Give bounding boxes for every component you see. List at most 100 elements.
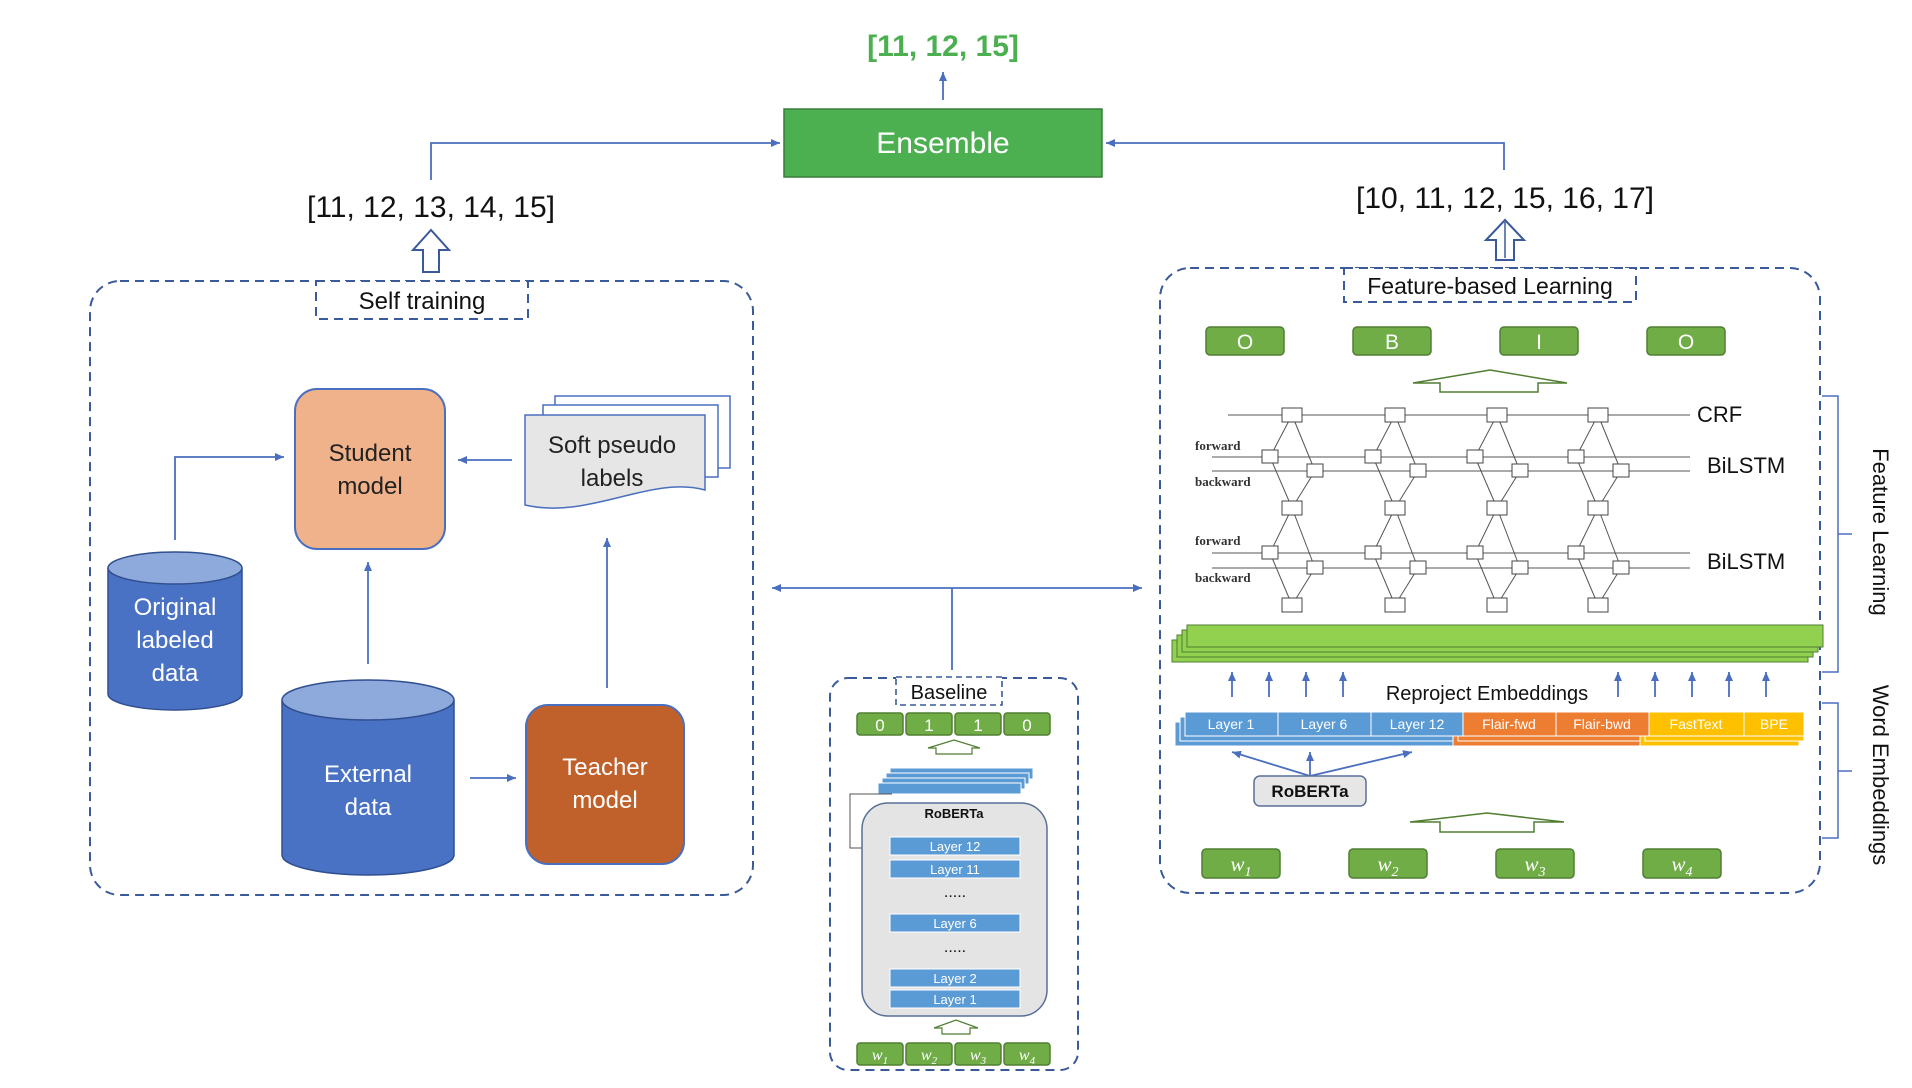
- emb-text: FastText: [1670, 716, 1723, 732]
- self-output-hollow-arrow: [410, 228, 452, 273]
- feature-word-1: w1: [1201, 848, 1281, 880]
- word-letter: w: [1671, 852, 1685, 876]
- original-line1: Original: [134, 594, 217, 621]
- emb-layer-6: Layer 6: [1277, 711, 1372, 737]
- word-embeddings-side-label: Word Embeddings: [1868, 685, 1893, 866]
- emb-bpe: BPE: [1743, 711, 1805, 737]
- baseline-layer-text: Layer 2: [933, 971, 976, 986]
- baseline-layer-text: Layer 11: [930, 862, 980, 877]
- emb-layer-1: Layer 1: [1184, 711, 1279, 737]
- emb-text: Layer 12: [1390, 716, 1445, 732]
- feature-tag-2: I: [1499, 326, 1579, 356]
- self-training-title: Self training: [359, 288, 486, 315]
- teacher-model: Teacher model: [525, 704, 685, 865]
- word-subscript: 4: [1030, 1055, 1036, 1067]
- baseline-word-2: w2: [905, 1042, 953, 1067]
- ensemble-output: [11, 12, 15]: [867, 30, 1019, 63]
- svg-text:w3: w3: [970, 1047, 987, 1067]
- baseline-tag-text: 0: [1022, 716, 1031, 735]
- baseline-tag-0: 0: [856, 712, 904, 736]
- baseline-up-hollow-arrow: [927, 739, 981, 755]
- feature-learning-brace: [1822, 395, 1852, 673]
- pseudo-line2: labels: [581, 465, 644, 492]
- external-line1: External: [324, 761, 412, 788]
- baseline-word-3: w3: [954, 1042, 1002, 1067]
- self-training-output: [11, 12, 13, 14, 15]: [307, 191, 555, 224]
- emb-flair-bwd: Flair-bwd: [1555, 711, 1650, 737]
- baseline-layer-text: Layer 1: [933, 992, 976, 1007]
- word-letter: w: [921, 1047, 932, 1064]
- word-letter: w: [872, 1047, 883, 1064]
- word-subscript: 2: [1392, 865, 1399, 880]
- baseline-title-box: [895, 676, 1003, 706]
- baseline-tag-text: 1: [973, 716, 982, 735]
- roberta-to-layers-arrows: [1231, 750, 1413, 777]
- emb-fasttext: FastText: [1648, 711, 1745, 737]
- word-subscript: 1: [1245, 865, 1252, 880]
- baseline-title: Baseline: [911, 682, 988, 704]
- external-data-cylinder: External data: [281, 679, 455, 876]
- baseline-dots-1: .....: [944, 884, 966, 901]
- baseline-word-1: w1: [856, 1042, 904, 1067]
- baseline-layer-1: Layer 1: [889, 989, 1021, 1009]
- self-to-ensemble-arrow: [430, 139, 780, 180]
- reproject-arrows: [1228, 672, 1770, 697]
- feature-tag-text: O: [1237, 331, 1253, 354]
- crf-bilstm-network: [1212, 407, 1690, 613]
- svg-text:w1: w1: [1230, 852, 1251, 880]
- ensemble-label: Ensemble: [876, 127, 1009, 160]
- feature-title-box: [1343, 267, 1637, 303]
- reproject-label: Reproject Embeddings: [1386, 683, 1588, 705]
- feature-output: [10, 11, 12, 15, 16, 17]: [1356, 182, 1654, 215]
- word-letter: w: [1524, 852, 1538, 876]
- backward-label-2: backward: [1195, 570, 1251, 585]
- word-letter: w: [1230, 852, 1244, 876]
- emb-text: Flair-bwd: [1573, 716, 1631, 732]
- ensemble-box: Ensemble: [783, 108, 1103, 178]
- feature-tag-text: B: [1385, 331, 1399, 354]
- baseline-roberta-box: [861, 802, 1048, 1017]
- self-training-title-box: [315, 280, 529, 320]
- bilstm-label-1: BiLSTM: [1707, 453, 1785, 478]
- baseline-tag-3: 0: [1003, 712, 1051, 736]
- feature-to-ensemble-arrow: [1106, 139, 1505, 170]
- baseline-layer-11: Layer 11: [889, 859, 1021, 879]
- baseline-layer-text: Layer 12: [930, 839, 981, 854]
- reprojected-embedding-bar: [1171, 624, 1824, 663]
- feature-word-2: w2: [1348, 848, 1428, 880]
- baseline-roberta-label: RoBERTa: [925, 806, 985, 821]
- baseline-layer-12: Layer 12: [889, 836, 1021, 856]
- pseudo-line1: Soft pseudo: [548, 432, 676, 459]
- forward-label-1: forward: [1195, 438, 1241, 453]
- word-subscript: 2: [932, 1055, 938, 1067]
- baseline-dots-2: .....: [944, 939, 966, 956]
- feature-tag-1: B: [1352, 326, 1432, 356]
- original-line3: data: [152, 660, 199, 687]
- baseline-tag-1: 1: [905, 712, 953, 736]
- word-letter: w: [1019, 1047, 1030, 1064]
- student-line2: model: [337, 473, 402, 500]
- word-letter: w: [1377, 852, 1391, 876]
- baseline-tag-text: 0: [875, 716, 884, 735]
- feature-roberta-label: RoBERTa: [1271, 782, 1349, 801]
- baseline-stacked-output: [877, 767, 1034, 795]
- teacher-line2: model: [572, 787, 637, 814]
- original-to-student-arrow: [174, 453, 284, 540]
- word-letter: w: [970, 1047, 981, 1064]
- emb-text: Layer 6: [1301, 716, 1348, 732]
- feature-tag-text: O: [1678, 331, 1694, 354]
- baseline-tag-text: 1: [924, 716, 933, 735]
- emb-text: BPE: [1760, 716, 1788, 732]
- feature-tag-text: I: [1536, 331, 1542, 354]
- word-subscript: 3: [980, 1055, 987, 1067]
- feature-input-hollow-arrow: [1409, 812, 1565, 833]
- original-data-cylinder: Original labeled data: [107, 551, 243, 711]
- emb-flair-fwd: Flair-fwd: [1462, 711, 1557, 737]
- baseline-input-hollow-arrow: [933, 1019, 979, 1035]
- word-subscript: 3: [1538, 865, 1546, 880]
- student-model: Student model: [294, 388, 446, 550]
- baseline-word-4: w4: [1003, 1042, 1051, 1067]
- emb-layer-12: Layer 12: [1370, 711, 1464, 737]
- student-line1: Student: [329, 440, 412, 467]
